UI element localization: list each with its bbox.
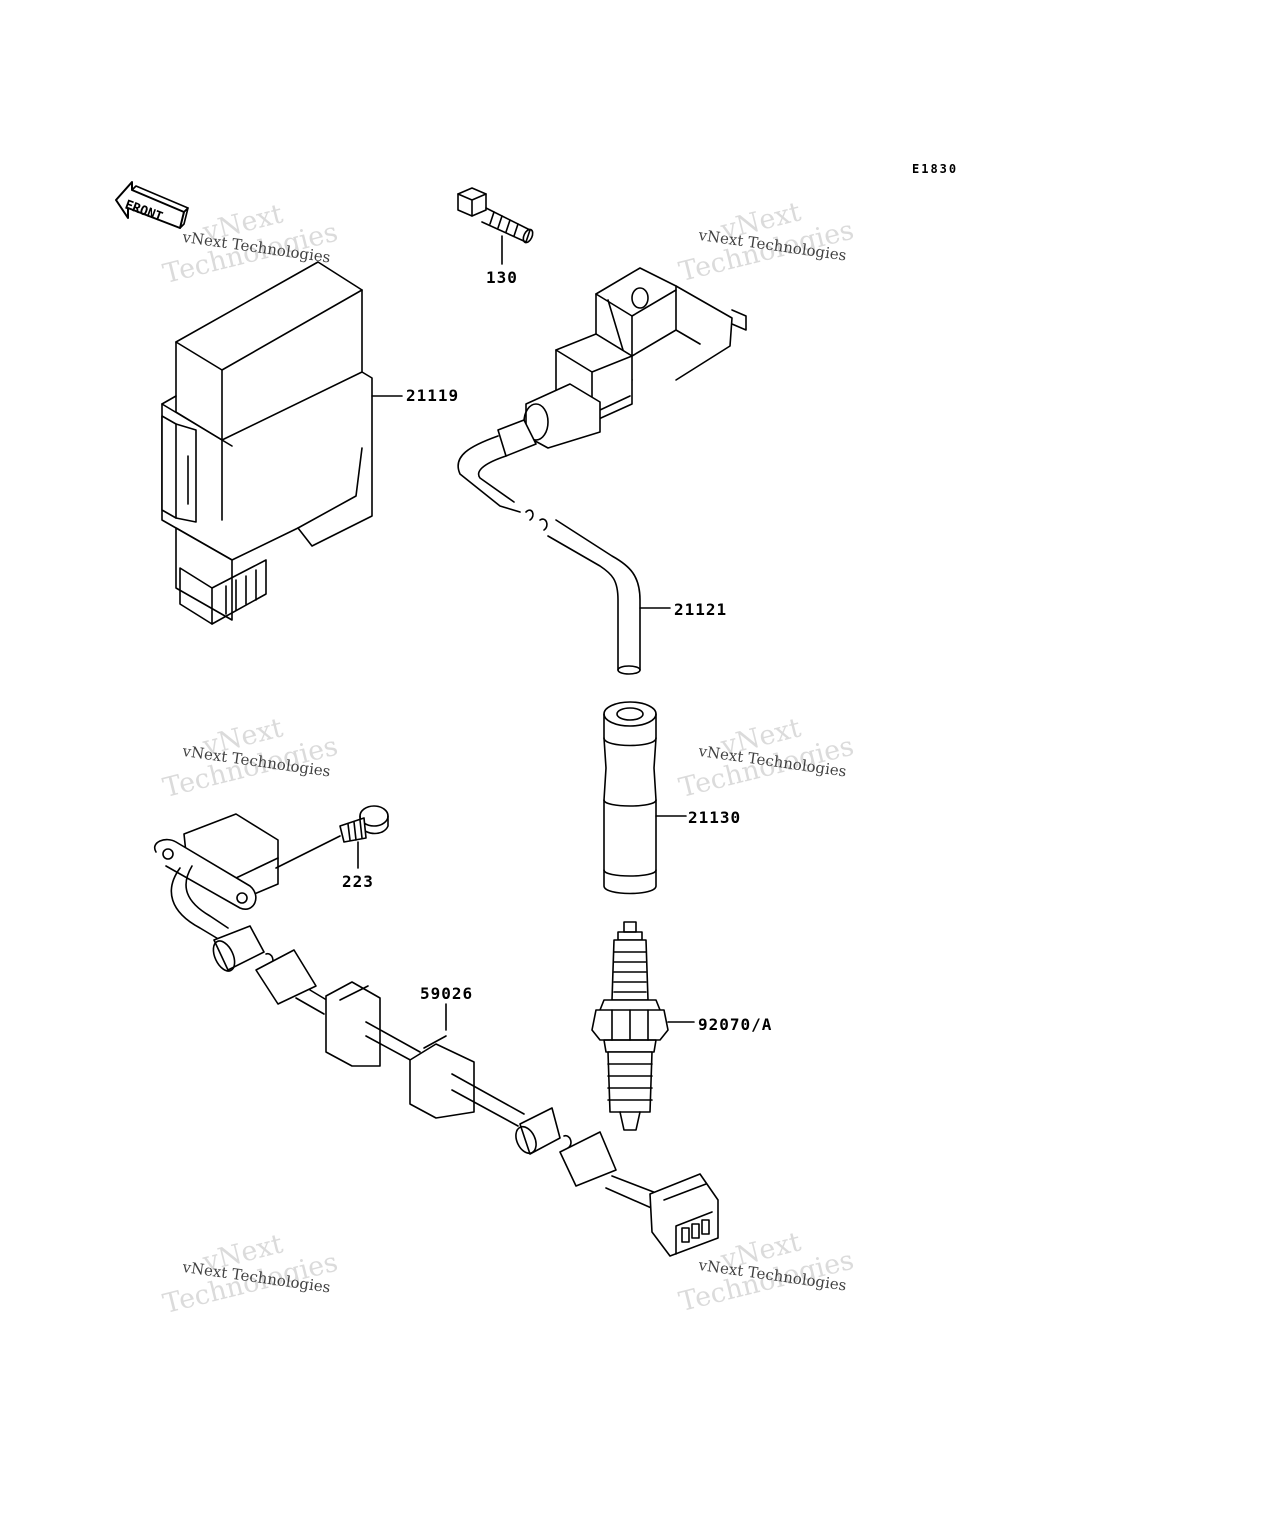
part-number-21121: 21121 (674, 600, 728, 619)
ignition-coil-21121 (457, 267, 747, 675)
part-number-223: 223 (342, 872, 374, 891)
bolt-130 (457, 187, 534, 265)
part-number-130: 130 (486, 268, 518, 287)
cdi-unit-21119 (161, 261, 403, 625)
part-number-92070-a: 92070/A (698, 1015, 773, 1034)
part-number-21119: 21119 (406, 386, 460, 405)
spark-plug-92070 (591, 921, 695, 1131)
pickup-coil-59026 (153, 813, 719, 1257)
part-number-59026: 59026 (420, 984, 474, 1003)
screw-223 (275, 805, 389, 869)
front-arrow-icon (115, 181, 189, 229)
diagram-code: E1830 (912, 162, 959, 176)
plug-cap-21130 (603, 701, 687, 895)
part-number-21130: 21130 (688, 808, 742, 827)
